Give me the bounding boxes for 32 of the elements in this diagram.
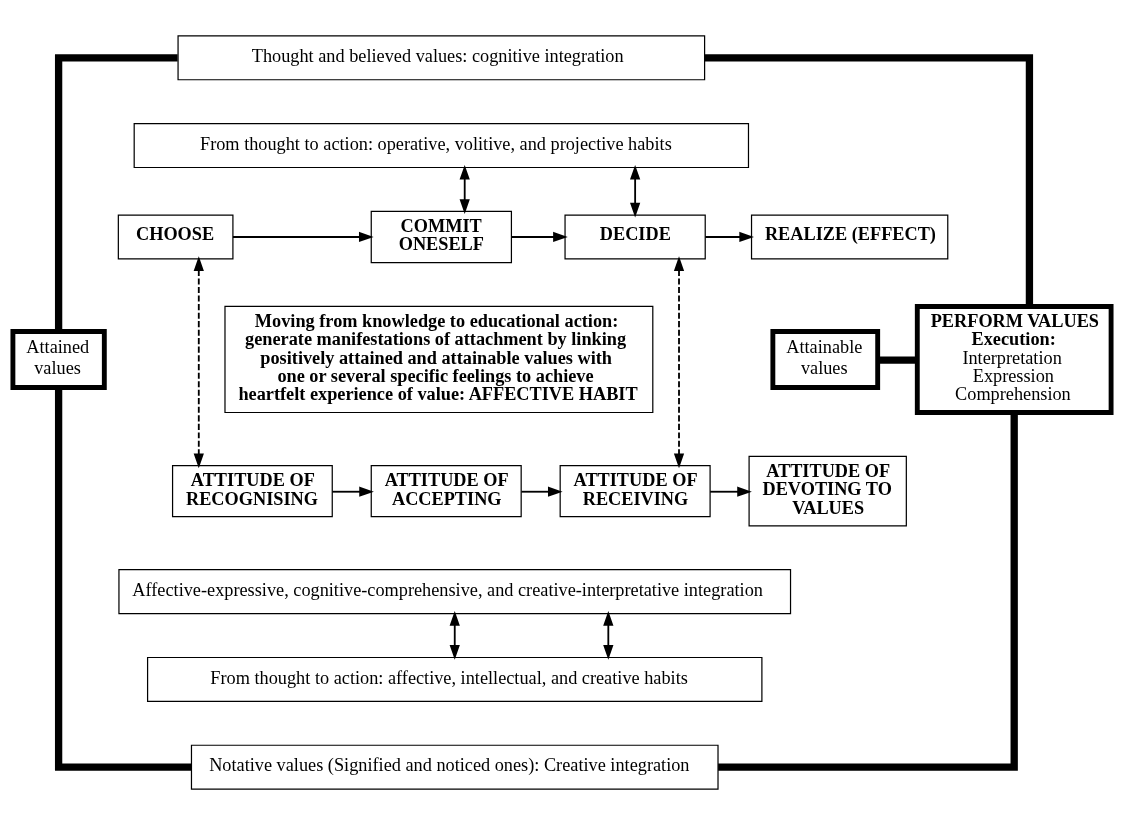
connector [877, 355, 917, 364]
node-box: REALIZE (EFFECT) [750, 213, 949, 260]
node-box: Affective-expressive, cognitive-comprehensive, and creative-interpretative integration [118, 568, 792, 614]
arrow [630, 164, 641, 217]
node-box: Thought and believed values: cognitive integration [177, 34, 706, 80]
arrow [704, 231, 754, 242]
connector [704, 53, 1034, 306]
node-box: DECIDE [564, 213, 706, 260]
arrow [459, 164, 470, 214]
node-box: PERFORM VALUES Execution: Interpretation Expression Comprehension [914, 303, 1114, 415]
node-box: Notative values (Signified and noticed ones): Creative integration [190, 744, 719, 790]
node-box: ATTITUDE OF DEVOTING TO VALUES [748, 455, 907, 526]
arrow [193, 255, 204, 468]
node-box: ATTITUDE OF ACCEPTING [370, 464, 522, 517]
arrow [510, 231, 568, 242]
node-box: ATTITUDE OF RECOGNISING [171, 464, 333, 517]
arrow [673, 255, 685, 468]
connector [54, 387, 192, 771]
node-box: COMMIT ONESELF [370, 210, 513, 263]
arrow [331, 486, 374, 497]
node-box: Moving from knowledge to educational action: generate manifestations of attachment by linking positively attained and attainable values with one or several specific feelings to achieve heartfelt experience of value: AFFECTIVE HABIT [224, 305, 654, 413]
node-box: Attainable values [770, 328, 881, 390]
node-box: From thought to action: affective, intellectual, and creative habits [147, 656, 763, 702]
arrow [603, 610, 614, 660]
node-box: ATTITUDE OF RECEIVING [559, 464, 711, 517]
node-box: Attained values [10, 328, 107, 390]
node-box: CHOOSE [117, 213, 234, 260]
arrow [709, 486, 752, 497]
node-box: From thought to action: operative, volitive, and projective habits [133, 122, 750, 168]
arrow [232, 231, 374, 242]
arrow [449, 610, 460, 660]
arrow [520, 486, 563, 497]
